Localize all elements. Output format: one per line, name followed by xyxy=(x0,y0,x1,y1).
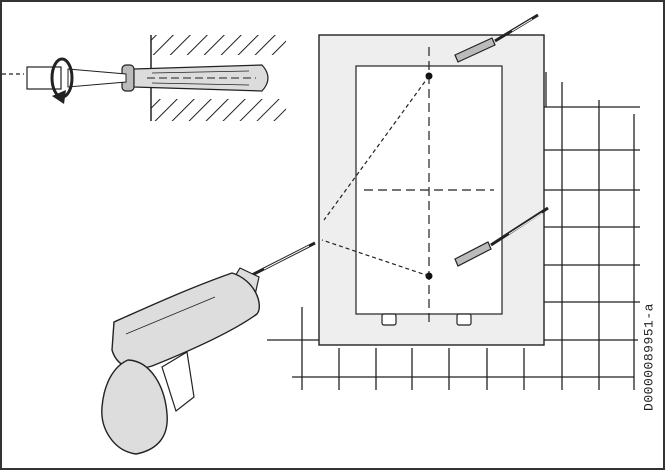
lower-screw-icon xyxy=(454,206,549,267)
wall-plug-icon xyxy=(26,64,269,92)
appliance-icon xyxy=(318,34,545,346)
rotate-arrow-icon xyxy=(50,57,74,104)
upper-screw-icon xyxy=(454,13,539,63)
document-code: D0000089951-a xyxy=(641,303,657,411)
drill-icon xyxy=(101,241,316,455)
drilling-guide-lines xyxy=(2,73,430,277)
